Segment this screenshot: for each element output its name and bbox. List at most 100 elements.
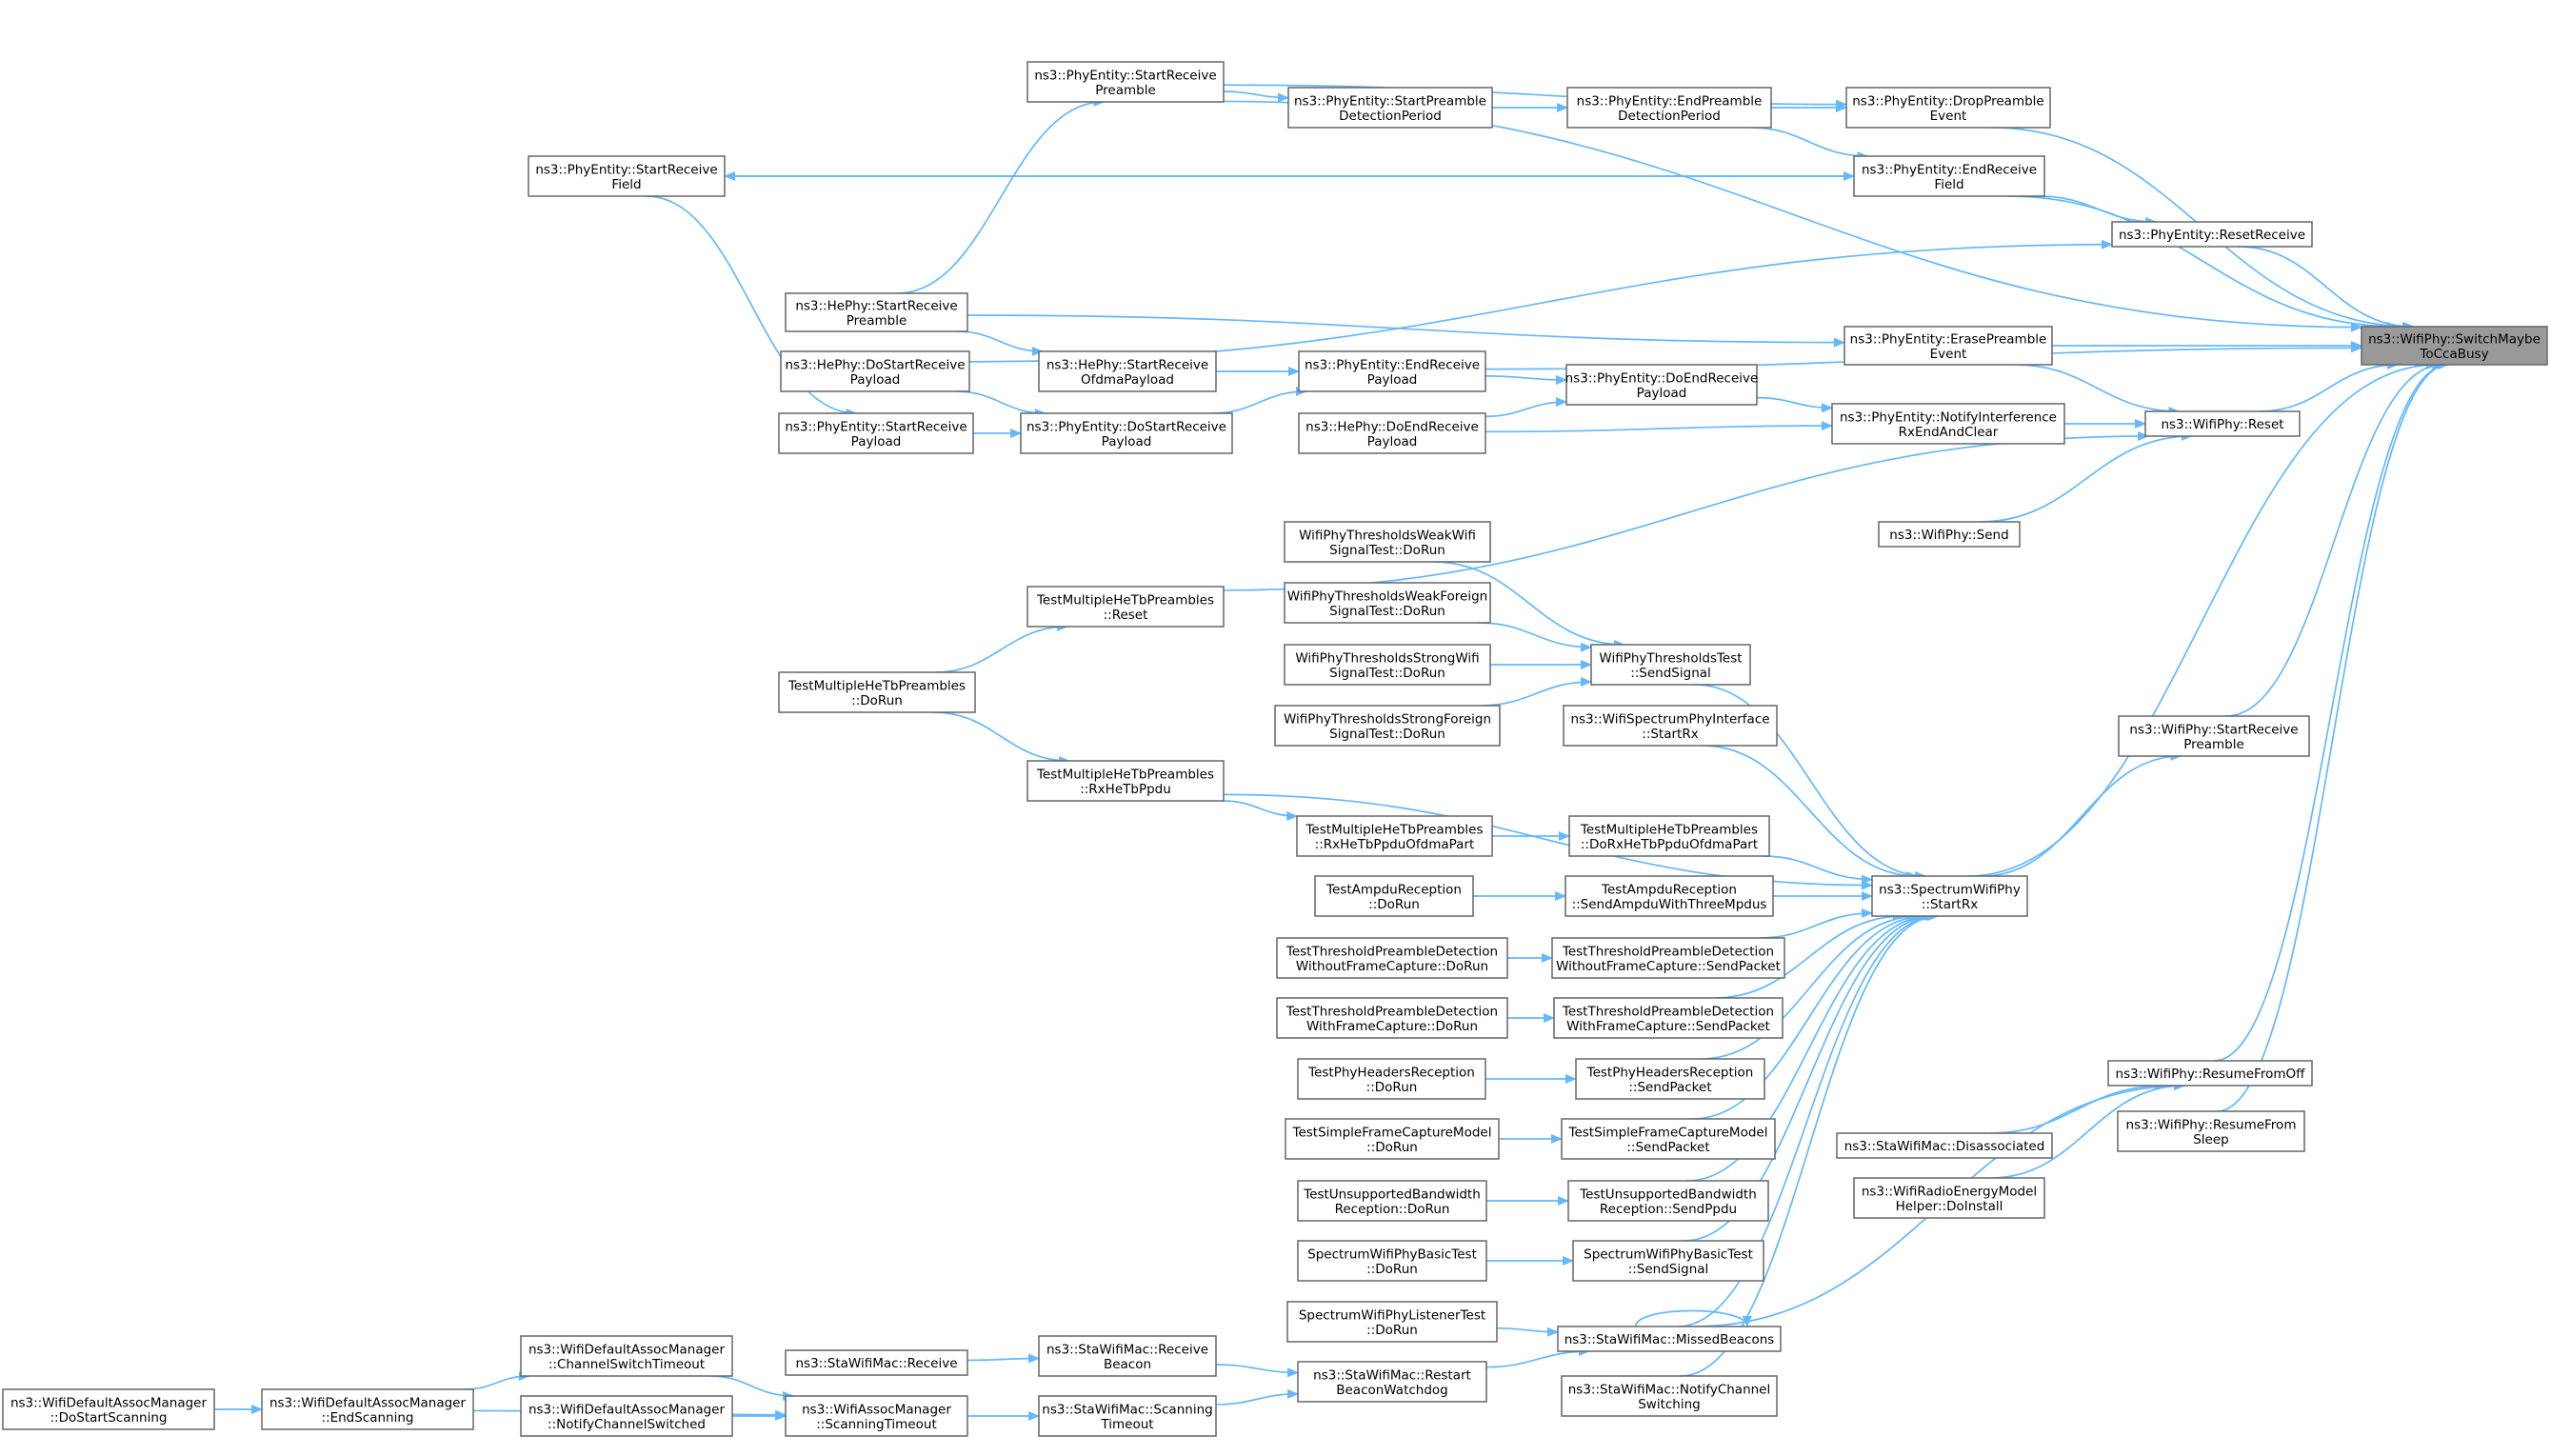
node-tmhp-dorun[interactable]: TestMultipleHeTbPreambles::DoRun xyxy=(778,671,976,713)
node-swpb-send[interactable]: SpectrumWifiPhyBasicTest::SendSignal xyxy=(1572,1240,1764,1282)
edge-pe-end-rx-field-to-root xyxy=(2008,195,2399,331)
node-wam-scanning-timeout[interactable]: ns3::WifiAssocManager::ScanningTimeout xyxy=(785,1395,968,1437)
node-tampdu-dorun[interactable]: TestAmpduReception::DoRun xyxy=(1314,875,1474,917)
node-box xyxy=(785,292,968,332)
node-label: TestThresholdPreambleDetection xyxy=(1285,944,1498,959)
node-wifiphy-send[interactable]: ns3::WifiPhy::Send xyxy=(1878,521,2021,548)
edge-wpt-weak-foreign-to-wpt-send-signal xyxy=(1479,622,1592,652)
node-box xyxy=(1853,1177,2045,1219)
node-label: ::SendSignal xyxy=(1630,666,1711,681)
node-wdam-do-start-scanning[interactable]: ns3::WifiDefaultAssocManager::DoStartSca… xyxy=(2,1388,215,1430)
node-tmhp-rx-he-tb[interactable]: TestMultipleHeTbPreambles::RxHeTbPpdu xyxy=(1026,760,1225,802)
node-wpt-weak-wifi[interactable]: WifiPhyThresholdsWeakWifiSignalTest::DoR… xyxy=(1284,521,1491,563)
node-wrem-install[interactable]: ns3::WifiRadioEnergyModelHelper::DoInsta… xyxy=(1853,1177,2045,1219)
node-swpl-dorun[interactable]: SpectrumWifiPhyListenerTest::DoRun xyxy=(1286,1301,1498,1343)
node-box xyxy=(1561,1118,1776,1160)
node-box xyxy=(1297,1058,1486,1100)
node-label: ns3::PhyEntity::StartReceive xyxy=(1034,68,1216,83)
node-tsfc-dorun[interactable]: TestSimpleFrameCaptureModel::DoRun xyxy=(1285,1118,1500,1160)
node-sta-scanning-timeout[interactable]: ns3::StaWifiMac::ScanningTimeout xyxy=(1038,1395,1217,1437)
node-box xyxy=(1284,582,1491,624)
node-wpt-strong-wifi[interactable]: WifiPhyThresholdsStrongWifiSignalTest::D… xyxy=(1284,644,1491,686)
node-pe-notify-interference[interactable]: ns3::PhyEntity::NotifyInterferenceRxEndA… xyxy=(1831,403,2065,445)
node-tub-send[interactable]: TestUnsupportedBandwidthReception::SendP… xyxy=(1567,1180,1769,1222)
edge-wpt-send-signal-to-spectrum-start-rx xyxy=(1694,684,1927,881)
node-label: TestMultipleHeTbPreambles xyxy=(1036,767,1214,782)
node-label: ns3::WifiDefaultAssocManager xyxy=(269,1395,467,1410)
node-tphr-send[interactable]: TestPhyHeadersReception::SendPacket xyxy=(1575,1058,1765,1100)
node-tmhp-do-rx-ofdma[interactable]: TestMultipleHeTbPreambles::DoRxHeTbPpduO… xyxy=(1568,815,1770,857)
node-pe-start-preamble-det[interactable]: ns3::PhyEntity::StartPreambleDetectionPe… xyxy=(1287,87,1493,129)
node-label: ::DoStartScanning xyxy=(50,1410,168,1426)
node-ttpd-w-dorun[interactable]: TestThresholdPreambleDetectionWithFrameC… xyxy=(1276,997,1508,1039)
node-box xyxy=(1026,586,1225,628)
edge-tmhp-dorun-to-tmhp-rx-he-tb xyxy=(932,711,1071,766)
node-box xyxy=(1297,1361,1487,1403)
node-tsfc-send[interactable]: TestSimpleFrameCaptureModel::SendPacket xyxy=(1561,1118,1776,1160)
edge-wpt-strong-foreign-to-wpt-send-signal xyxy=(1480,676,1592,707)
node-ttpd-wo-dorun[interactable]: TestThresholdPreambleDetectionWithoutFra… xyxy=(1276,937,1508,979)
node-sta-disassociated[interactable]: ns3::StaWifiMac::Disassociated xyxy=(1836,1132,2053,1159)
edge-sta-scanning-timeout-to-sta-restart-beacon xyxy=(1215,1388,1299,1406)
node-label: ns3::PhyEntity::DoEndReceive xyxy=(1565,370,1759,386)
node-wdam-notify-channel[interactable]: ns3::WifiDefaultAssocManager::NotifyChan… xyxy=(520,1395,733,1437)
node-sta-receive[interactable]: ns3::StaWifiMac::Receive xyxy=(785,1349,968,1376)
node-tphr-dorun[interactable]: TestPhyHeadersReception::DoRun xyxy=(1297,1058,1486,1100)
node-wdam-channel-switch[interactable]: ns3::WifiDefaultAssocManager::ChannelSwi… xyxy=(520,1335,733,1377)
node-wdam-end-scanning[interactable]: ns3::WifiDefaultAssocManager::EndScannin… xyxy=(261,1388,474,1430)
node-swpb-dorun[interactable]: SpectrumWifiPhyBasicTest::DoRun xyxy=(1297,1240,1487,1282)
edge-wdam-channel-switch-to-wam-scanning-timeout xyxy=(709,1375,794,1401)
node-wpt-weak-foreign[interactable]: WifiPhyThresholdsWeakForeignSignalTest::… xyxy=(1284,582,1491,624)
node-sta-missed-beacons[interactable]: ns3::StaWifiMac::MissedBeacons xyxy=(1557,1326,1782,1352)
node-label: ns3::WifiPhy::ResumeFrom xyxy=(2126,1117,2297,1132)
node-pe-reset-rx[interactable]: ns3::PhyEntity::ResetReceive xyxy=(2111,221,2313,248)
node-label: ::StartRx xyxy=(1922,897,1978,912)
node-label: ns3::StaWifiMac::Receive xyxy=(1046,1342,1208,1357)
node-box xyxy=(1564,875,1774,917)
node-box xyxy=(785,1349,968,1376)
node-tmhp-rx-ofdma[interactable]: TestMultipleHeTbPreambles::RxHeTbPpduOfd… xyxy=(1296,815,1493,857)
node-label: WifiPhyThresholdsStrongForeign xyxy=(1284,711,1491,727)
node-box xyxy=(1276,997,1508,1039)
node-wspi-start-rx[interactable]: ns3::WifiSpectrumPhyInterface::StartRx xyxy=(1563,705,1778,747)
node-box xyxy=(1038,350,1217,392)
node-tmhp-reset[interactable]: TestMultipleHeTbPreambles::Reset xyxy=(1026,586,1225,628)
node-ttpd-w-send[interactable]: TestThresholdPreambleDetectionWithFrameC… xyxy=(1553,997,1784,1039)
node-spectrum-start-rx[interactable]: ns3::SpectrumWifiPhy::StartRx xyxy=(1871,875,2028,917)
node-label: ::SendAmpduWithThreeMpdus xyxy=(1572,897,1767,912)
node-box xyxy=(1831,403,2065,445)
node-wifiphy-resume-off[interactable]: ns3::WifiPhy::ResumeFromOff xyxy=(2107,1060,2313,1087)
node-wpt-strong-foreign[interactable]: WifiPhyThresholdsStrongForeignSignalTest… xyxy=(1274,705,1501,747)
node-label: ::SendPacket xyxy=(1628,1080,1711,1095)
node-tampdu-send[interactable]: TestAmpduReception::SendAmpduWithThreeMp… xyxy=(1564,875,1774,917)
node-ttpd-wo-send[interactable]: TestThresholdPreambleDetectionWithoutFra… xyxy=(1551,937,1785,979)
node-wpt-send-signal[interactable]: WifiPhyThresholdsTest::SendSignal xyxy=(1590,644,1751,686)
node-label: TestMultipleHeTbPreambles xyxy=(1305,822,1483,837)
node-label: ns3::PhyEntity::StartReceive xyxy=(535,162,717,177)
node-label: SpectrumWifiPhyBasicTest xyxy=(1307,1247,1477,1262)
edge-pe-do-end-rx-payload-to-pe-notify-interference xyxy=(1756,396,1833,413)
node-wifiphy-reset[interactable]: ns3::WifiPhy::Reset xyxy=(2144,410,2301,437)
node-label: Payload xyxy=(850,372,901,388)
node-pe-end-preamble-det[interactable]: ns3::PhyEntity::EndPreambleDetectionPeri… xyxy=(1566,87,1772,129)
